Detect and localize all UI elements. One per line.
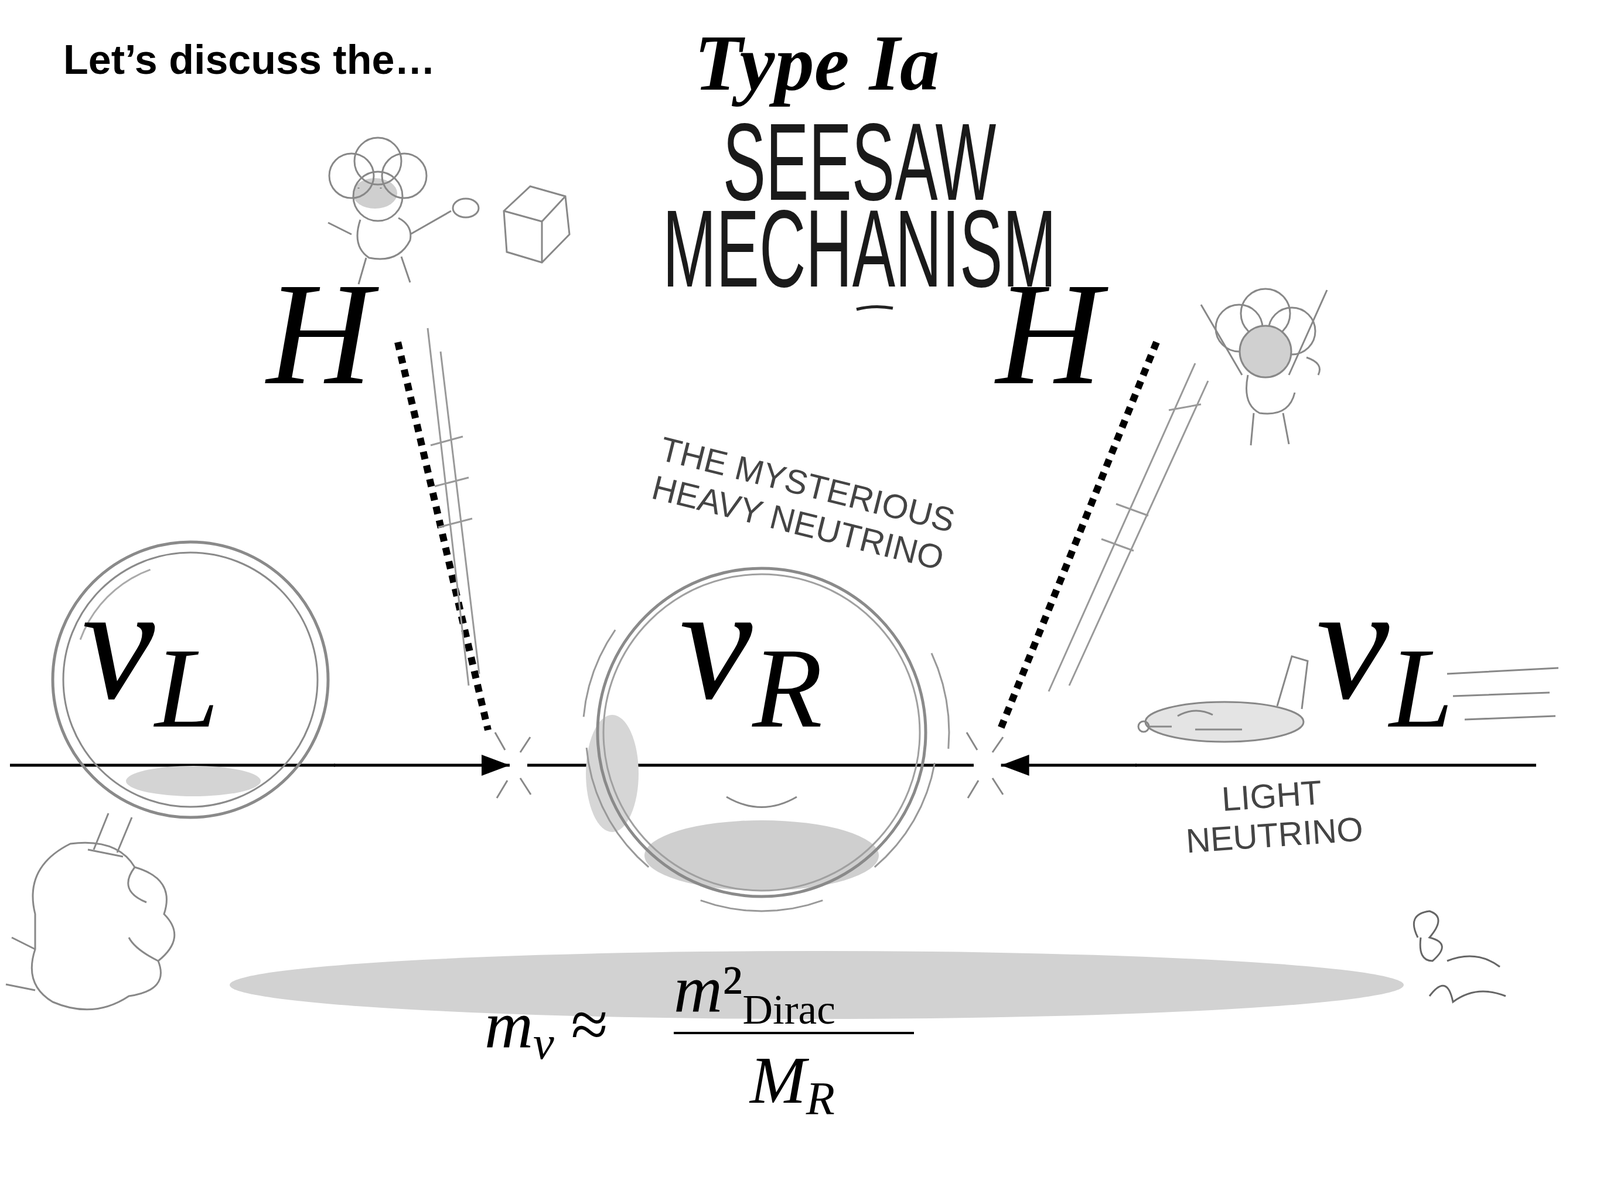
blob-fluff bbox=[931, 653, 950, 749]
text-part: ≈ bbox=[554, 987, 609, 1062]
fermion-line bbox=[1135, 763, 1537, 767]
speed-lines bbox=[1447, 667, 1559, 720]
text-part: M bbox=[749, 1042, 807, 1118]
text-part: R bbox=[752, 623, 823, 752]
blob-outline-ring bbox=[603, 574, 920, 891]
light-neutrino-lens: νL bbox=[46, 536, 334, 824]
subtitle: Type Ia bbox=[694, 17, 940, 109]
blob-fluff bbox=[874, 762, 936, 868]
higgs-line bbox=[397, 342, 489, 730]
plane-body bbox=[1145, 701, 1304, 742]
underline-mark bbox=[856, 306, 893, 310]
text-part: ² bbox=[722, 951, 743, 1026]
formula-part: m²Dirac bbox=[673, 954, 836, 1031]
lens-ring bbox=[52, 541, 329, 818]
node-caption: LIGHT NEUTRINO bbox=[1153, 768, 1393, 863]
fermion-arrow bbox=[333, 763, 510, 767]
text-part: L bbox=[1389, 623, 1453, 752]
text-part: ν bbox=[679, 551, 753, 734]
plane-detail bbox=[1148, 656, 1308, 730]
light-neutrino-node: νL LIGHT NEUTRINO bbox=[1136, 550, 1559, 879]
particle-symbol: νL bbox=[1316, 560, 1453, 746]
sheep-wool bbox=[329, 153, 374, 199]
motion-streak bbox=[1048, 363, 1209, 692]
text-part: ν bbox=[533, 1016, 555, 1069]
hand-detail bbox=[5, 867, 159, 991]
node-heading: THE MYSTERIOUS HEAVY NEUTRINO bbox=[611, 420, 994, 588]
higgs-label: H bbox=[266, 260, 373, 408]
formula-part: MR bbox=[749, 1046, 835, 1123]
blob-shade bbox=[585, 714, 639, 832]
lens-creature bbox=[125, 765, 261, 797]
blob-fluff bbox=[700, 900, 824, 912]
text-part: L bbox=[154, 623, 219, 752]
sheep-wool bbox=[381, 153, 427, 199]
blob-fluff bbox=[586, 747, 649, 868]
text-part: ν bbox=[82, 551, 155, 734]
hand-holding-lens bbox=[5, 813, 175, 1010]
text-part: m bbox=[673, 951, 723, 1026]
sheep-hand bbox=[452, 198, 479, 218]
plane-wheel bbox=[1138, 721, 1149, 732]
hand-sketch bbox=[31, 842, 175, 1010]
heavy-neutrino-node: THE MYSTERIOUS HEAVY NEUTRINOνR bbox=[509, 386, 1002, 938]
formula-part: mν ≈ bbox=[484, 990, 609, 1067]
motion-streak bbox=[427, 328, 480, 686]
blob-shade bbox=[644, 820, 879, 891]
particle-symbol: νR bbox=[679, 560, 823, 746]
text-part: R bbox=[806, 1072, 835, 1125]
text-part: ν bbox=[1316, 551, 1390, 734]
particle-symbol: νL bbox=[82, 560, 219, 746]
higgs-label: H bbox=[995, 260, 1103, 408]
blob-outline-ring bbox=[597, 568, 926, 897]
blob-face bbox=[726, 796, 797, 808]
sheep-figure bbox=[1201, 288, 1327, 446]
sheep-wool bbox=[353, 171, 403, 221]
text-part: m bbox=[484, 987, 534, 1062]
crystal-sketch bbox=[503, 186, 570, 263]
artist-signature bbox=[1413, 911, 1506, 1002]
sheep-body bbox=[1201, 290, 1327, 446]
lens-handle bbox=[87, 813, 132, 857]
text-part: Dirac bbox=[742, 986, 836, 1033]
blob-fluff bbox=[583, 629, 616, 717]
fermion-arrow bbox=[1001, 763, 1137, 767]
intro-text: Let’s discuss the… bbox=[63, 36, 436, 84]
sheep-wool bbox=[1239, 325, 1292, 378]
